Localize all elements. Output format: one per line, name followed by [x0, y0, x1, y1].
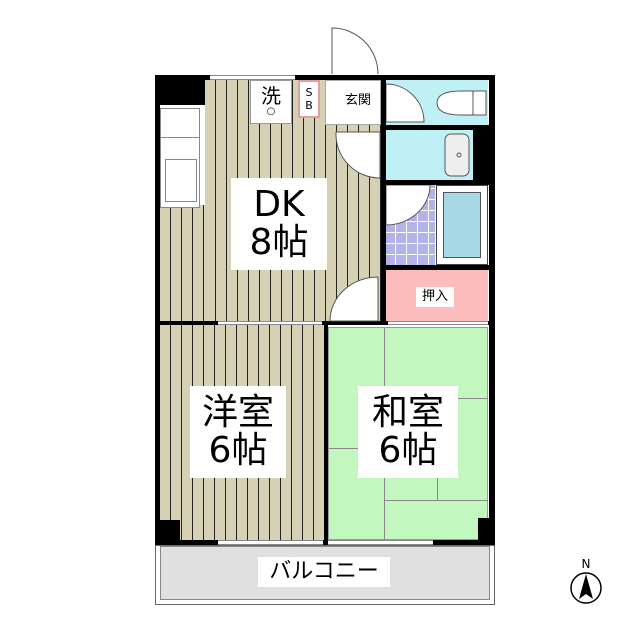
compass: N — [568, 558, 604, 608]
japanese-room-label: 和室 6帖 — [358, 386, 458, 478]
closet-label: 押入 — [416, 287, 454, 307]
compass-north-label: N — [581, 557, 591, 571]
washroom — [385, 130, 473, 180]
entrance-door-swing — [331, 27, 379, 75]
north-arrow-icon — [570, 572, 602, 604]
shoebox-label-b: B — [305, 99, 313, 112]
japanese-room-name: 和室 — [371, 392, 444, 434]
western-room-name: 洋室 — [201, 392, 274, 434]
wall-corner-br — [478, 518, 495, 545]
wall-corner-bl — [155, 520, 180, 545]
wall-bath — [381, 265, 493, 270]
washbasin-icon — [444, 133, 470, 177]
toilet-icon — [436, 90, 487, 116]
shoebox: S B — [298, 80, 320, 118]
shoebox-label-s: S — [305, 85, 313, 99]
wall-room-divider — [324, 321, 328, 545]
balcony-label: バルコニー — [258, 557, 390, 587]
wall-left — [155, 75, 160, 545]
kitchen-counter — [160, 108, 200, 208]
window-western — [218, 540, 323, 545]
dk-name: DK — [253, 184, 305, 226]
bath-door-swing — [386, 185, 431, 226]
western-room-size: 6帖 — [208, 430, 268, 471]
dk-label: DK 8帖 — [231, 178, 327, 270]
wall-toilet — [381, 125, 493, 130]
washer-drain-icon: ○ — [266, 106, 276, 118]
wall-dk-right — [381, 75, 386, 325]
western-room-label: 洋室 6帖 — [190, 386, 286, 478]
wall-wash — [381, 180, 493, 185]
window-top — [210, 75, 295, 80]
wall-right — [489, 75, 495, 545]
washroom-door-swing — [335, 131, 381, 179]
sliding-door-dk-western — [218, 321, 322, 325]
sink-icon — [165, 159, 197, 202]
toilet-door-swing — [386, 83, 425, 123]
bathtub — [436, 185, 488, 265]
japanese-room-size: 6帖 — [378, 430, 438, 471]
washer-label: 洗 — [261, 84, 281, 109]
japanese-room-door-swing — [329, 276, 379, 322]
wall-top — [155, 75, 495, 80]
window-japanese — [328, 540, 433, 545]
wall-wash-right — [473, 128, 493, 183]
wall-corner — [155, 75, 205, 105]
closet-sliding-door — [388, 321, 488, 325]
kitchen-floor — [160, 205, 205, 323]
dk-size: 8帖 — [249, 222, 309, 263]
washer-space: 洗 ○ — [250, 80, 292, 124]
entrance-label: 玄関 — [340, 92, 376, 110]
